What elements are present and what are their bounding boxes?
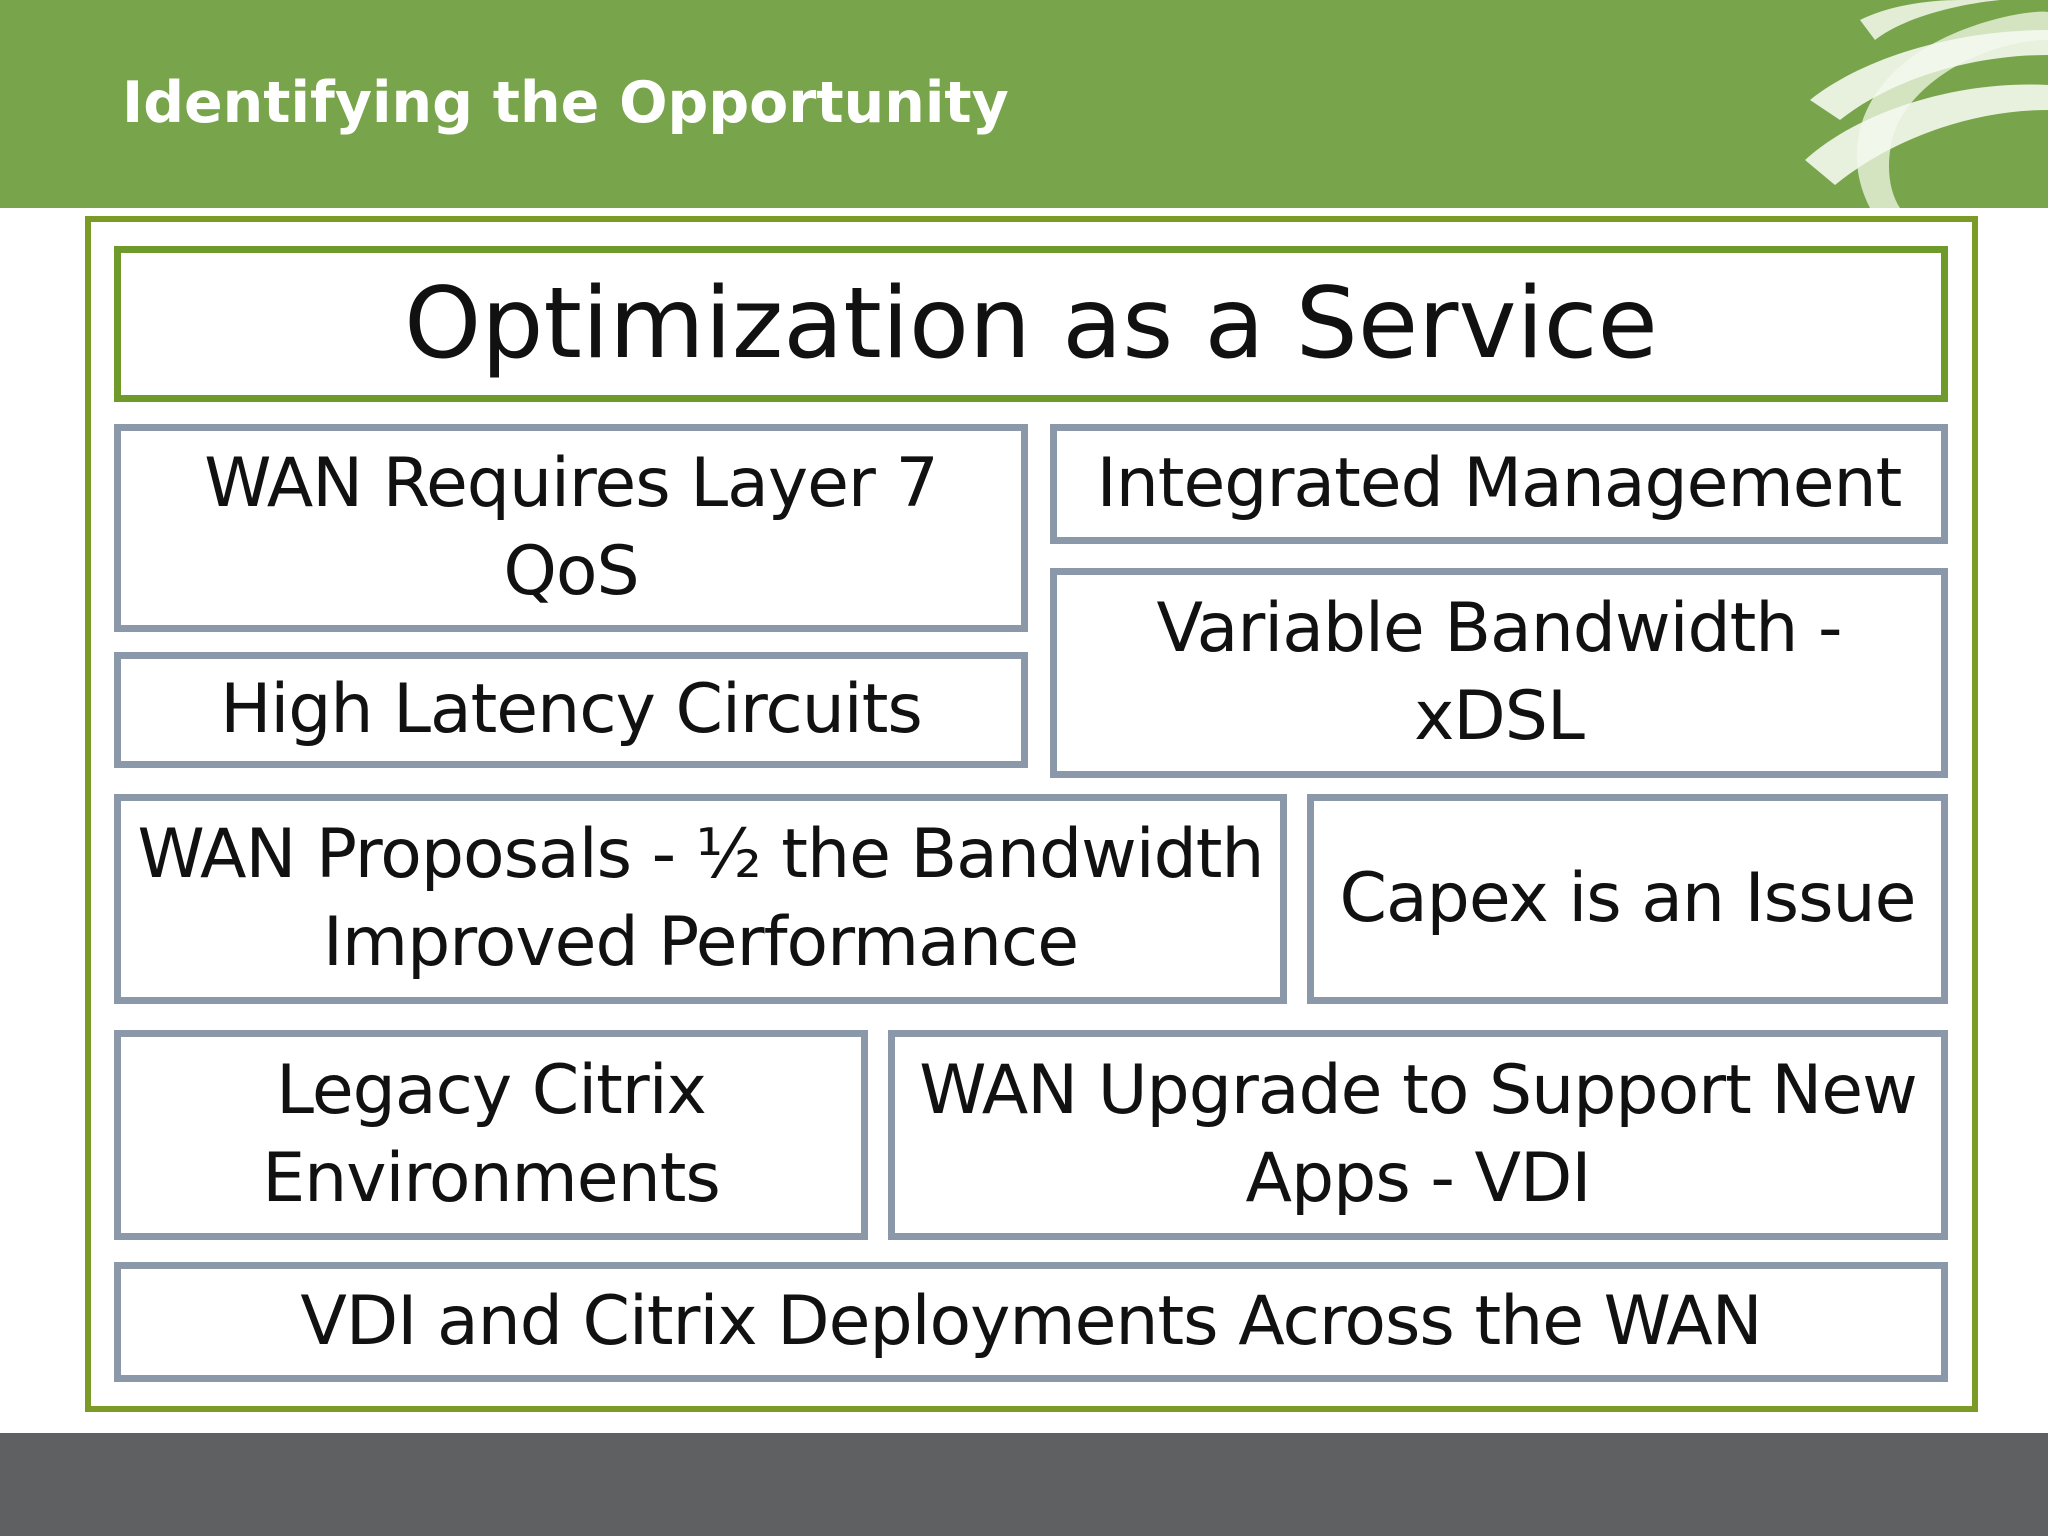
concept-box-label: Capex is an Issue: [1339, 859, 1917, 938]
concept-box-wan-upgrade: WAN Upgrade to Support New Apps - VDI: [888, 1030, 1948, 1240]
concept-box-capex: Capex is an Issue: [1307, 794, 1948, 1004]
concept-box-label: VDI and Citrix Deployments Across the WA…: [300, 1282, 1762, 1361]
concept-box-label: Integrated Management: [1096, 444, 1903, 523]
concept-box-label: WAN Upgrade to Support New Apps - VDI: [919, 1051, 1918, 1218]
concept-box-label: Variable Bandwidth - xDSL: [1156, 589, 1842, 756]
header-band: Identifying the Opportunity: [0, 0, 2048, 208]
concept-box-label: High Latency Circuits: [220, 670, 923, 749]
concept-box-integrated-management: Integrated Management: [1050, 424, 1948, 544]
concept-box-label: WAN Proposals - ½ the Bandwidth Improved…: [137, 815, 1264, 982]
concept-box-high-latency: High Latency Circuits: [114, 652, 1028, 768]
footer-band: [0, 1433, 2048, 1536]
concept-box-label: WAN Requires Layer 7 QoS: [204, 444, 939, 611]
main-concept-box: Optimization as a Service: [114, 246, 1948, 402]
concept-box-legacy-citrix: Legacy Citrix Environments: [114, 1030, 868, 1240]
concept-box-vdi-citrix-deployments: VDI and Citrix Deployments Across the WA…: [114, 1262, 1948, 1382]
slide-title: Identifying the Opportunity: [122, 70, 1009, 136]
concept-box-label: Legacy Citrix Environments: [262, 1051, 721, 1218]
concept-box-layer7-qos: WAN Requires Layer 7 QoS: [114, 424, 1028, 632]
globe-swoosh-icon: [1805, 0, 2048, 208]
main-concept-label: Optimization as a Service: [404, 267, 1658, 381]
concept-box-wan-proposals: WAN Proposals - ½ the Bandwidth Improved…: [114, 794, 1287, 1004]
concept-box-variable-bandwidth: Variable Bandwidth - xDSL: [1050, 568, 1948, 778]
